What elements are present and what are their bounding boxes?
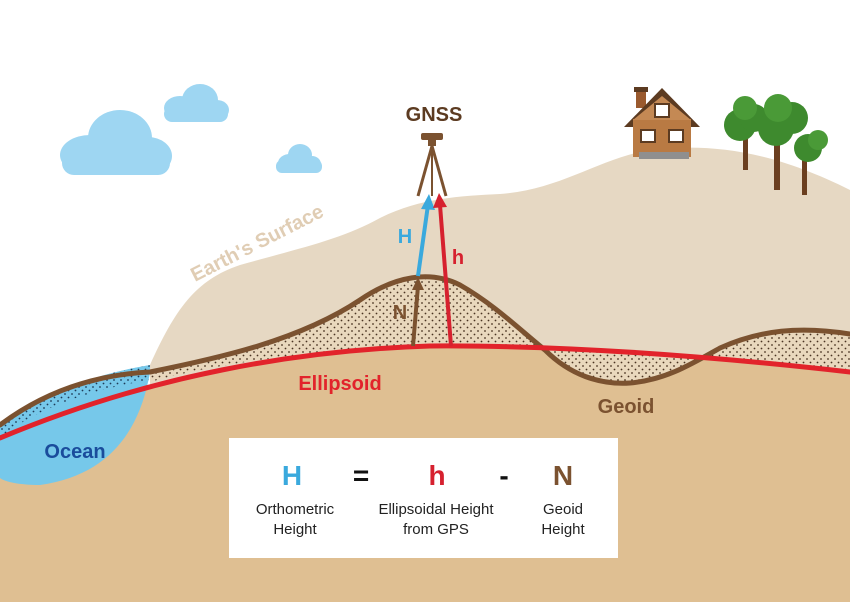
cloud-small bbox=[276, 144, 322, 173]
trees-icon bbox=[724, 94, 828, 195]
gnss-receiver-icon bbox=[416, 133, 448, 197]
cloud-medium bbox=[164, 84, 229, 122]
formula-h: h bbox=[428, 460, 446, 491]
geoid-height-caption: Geoid Height bbox=[541, 501, 585, 538]
ellipsoidal-height-caption: Ellipsoidal Height from GPS bbox=[378, 501, 494, 538]
N-label: N bbox=[393, 302, 407, 324]
n-arrow bbox=[411, 277, 424, 347]
formula-N: N bbox=[552, 460, 574, 491]
geoid-line bbox=[0, 274, 850, 428]
gnss-label: GNSS bbox=[406, 104, 463, 126]
geoid-label: Geoid bbox=[598, 396, 655, 418]
geoid-undulation-right bbox=[700, 330, 850, 372]
orthometric-height-caption: Orthometric Height bbox=[255, 501, 335, 538]
h-label: h bbox=[452, 247, 464, 269]
house-icon bbox=[624, 87, 700, 159]
cloud-large bbox=[60, 110, 172, 175]
ellipsoid-line bbox=[0, 343, 850, 441]
formula-H: H bbox=[281, 460, 303, 491]
ocean-label: Ocean bbox=[44, 441, 105, 463]
ellipsoid-label: Ellipsoid bbox=[298, 373, 381, 395]
H-arrow bbox=[416, 194, 435, 277]
H-label: H bbox=[398, 226, 412, 248]
h-arrow bbox=[433, 193, 453, 347]
formula-minus: - bbox=[499, 460, 509, 491]
formula-equals: = bbox=[352, 460, 370, 491]
formula-box: H = h - N Orthometric Height Ellipsoidal… bbox=[229, 438, 618, 558]
